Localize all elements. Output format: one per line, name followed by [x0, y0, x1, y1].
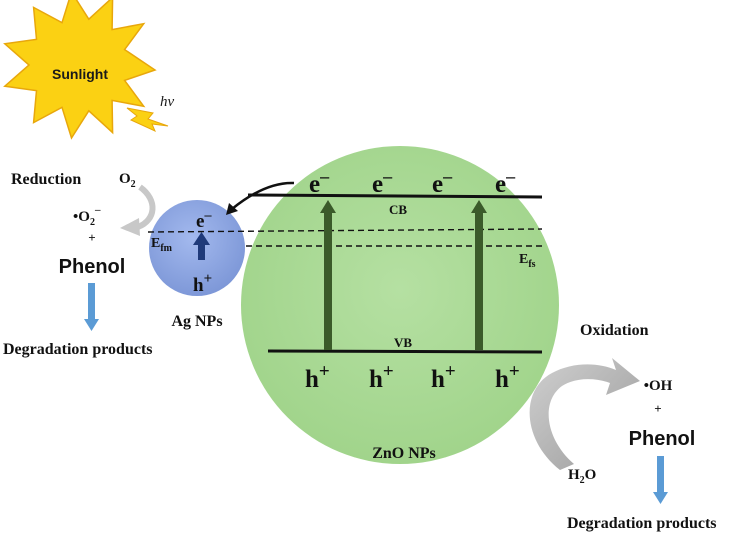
oxidation-curved-arrow — [529, 358, 640, 470]
cb-line — [247, 193, 543, 199]
electron-charge: – — [442, 166, 453, 186]
excitation-arrow-1 — [320, 200, 336, 350]
ag-up-arrow — [193, 232, 210, 260]
ag-electron-charge: – — [203, 208, 212, 223]
superoxide-label: •O2– — [73, 204, 101, 228]
vb-hole: h+ — [305, 361, 330, 393]
arrow-shaft — [475, 212, 483, 350]
cb-electron: e– — [495, 166, 516, 198]
electron-symbol: e — [309, 171, 320, 198]
electron-symbol: e — [495, 171, 506, 198]
ag-sphere — [149, 200, 245, 296]
efs-base: E — [519, 252, 528, 267]
vb-label: VB — [394, 335, 412, 350]
sun-icon: Sunlight — [3, 0, 157, 140]
hole-symbol: h — [369, 366, 383, 393]
right-arrow-shaft — [657, 456, 664, 492]
ag-electron-symbol: e — [196, 211, 204, 232]
hydroxyl-label: •OH — [644, 378, 673, 394]
arrow-head — [471, 200, 487, 213]
electron-symbol: e — [372, 171, 383, 198]
vb-hole: h+ — [495, 361, 520, 393]
water-base: H — [568, 467, 580, 483]
electron-charge: – — [319, 166, 330, 186]
hole-symbol: h — [431, 366, 445, 393]
lightning-icon — [126, 107, 169, 132]
sun-label: Sunlight — [52, 66, 108, 82]
vb-line — [267, 349, 543, 354]
left-plus: + — [88, 230, 95, 245]
hole-charge: + — [319, 361, 330, 382]
o2-base: O — [119, 171, 131, 187]
left-down-arrow — [84, 283, 99, 331]
hole-charge: + — [509, 361, 520, 382]
zno-fermi-label: Efs — [519, 252, 536, 270]
vb-hole: h+ — [431, 361, 456, 393]
superoxide-base: O — [78, 209, 90, 225]
vb-hole: h+ — [369, 361, 394, 393]
cb-electron: e– — [432, 166, 453, 198]
ag-electron: e– — [196, 208, 212, 232]
right-plus: + — [654, 401, 661, 416]
zno-label: ZnO NPs — [372, 445, 436, 462]
oxidation-label: Oxidation — [580, 322, 649, 339]
ag-label: Ag NPs — [171, 313, 222, 330]
right-phenol: Phenol — [629, 428, 696, 450]
water-tail: O — [585, 467, 597, 483]
efs-sub: fs — [528, 259, 535, 270]
o2-sub: 2 — [131, 179, 136, 190]
hole-symbol: h — [495, 366, 509, 393]
electron-transfer-arrow — [231, 181, 295, 210]
right-arrow-head — [653, 492, 668, 504]
right-down-arrow — [653, 456, 668, 504]
hole-charge: + — [383, 361, 394, 382]
reduction-curved-arrow — [136, 184, 156, 230]
arrow-shaft — [324, 212, 332, 350]
left-arrow-head — [84, 319, 99, 331]
hv-label: hν — [160, 94, 175, 110]
right-products: Degradation products — [567, 515, 717, 532]
left-phenol: Phenol — [59, 256, 126, 278]
reduction-label: Reduction — [11, 171, 81, 188]
cb-electron: e– — [309, 166, 330, 198]
left-arrow-shaft — [88, 283, 95, 319]
water-sub: 2 — [580, 475, 585, 486]
ag-hole-symbol: h — [193, 275, 204, 296]
efm-base: E — [151, 236, 160, 251]
efm-sub: fm — [160, 243, 172, 254]
ag-hole: h+ — [193, 271, 212, 296]
zno-sphere — [241, 146, 559, 464]
electron-charge: – — [382, 166, 393, 186]
cb-electron: e– — [372, 166, 393, 198]
water-label: H2O — [568, 467, 596, 486]
left-products: Degradation products — [3, 341, 153, 358]
hole-symbol: h — [305, 366, 319, 393]
hole-charge: + — [445, 361, 456, 382]
electron-transfer-arrowhead — [226, 203, 238, 215]
ag-arrow-head — [193, 232, 210, 245]
excitation-arrow-2 — [471, 200, 487, 350]
superoxide-sub: 2 — [90, 217, 95, 228]
ag-arrow-shaft — [198, 244, 205, 260]
ag-fermi-label: Efm — [151, 236, 173, 254]
ag-hole-charge: + — [204, 271, 213, 287]
reduction-arrowhead — [120, 218, 140, 236]
sun-burst — [3, 0, 157, 140]
ag-fermi-line — [147, 228, 543, 233]
o2-label: O2 — [119, 171, 136, 190]
electron-charge: – — [505, 166, 516, 186]
superoxide-dot: • — [73, 209, 78, 225]
superoxide-sup: – — [94, 204, 101, 216]
electron-symbol: e — [432, 171, 443, 198]
cb-label: CB — [389, 202, 407, 217]
arrow-head — [320, 200, 336, 213]
